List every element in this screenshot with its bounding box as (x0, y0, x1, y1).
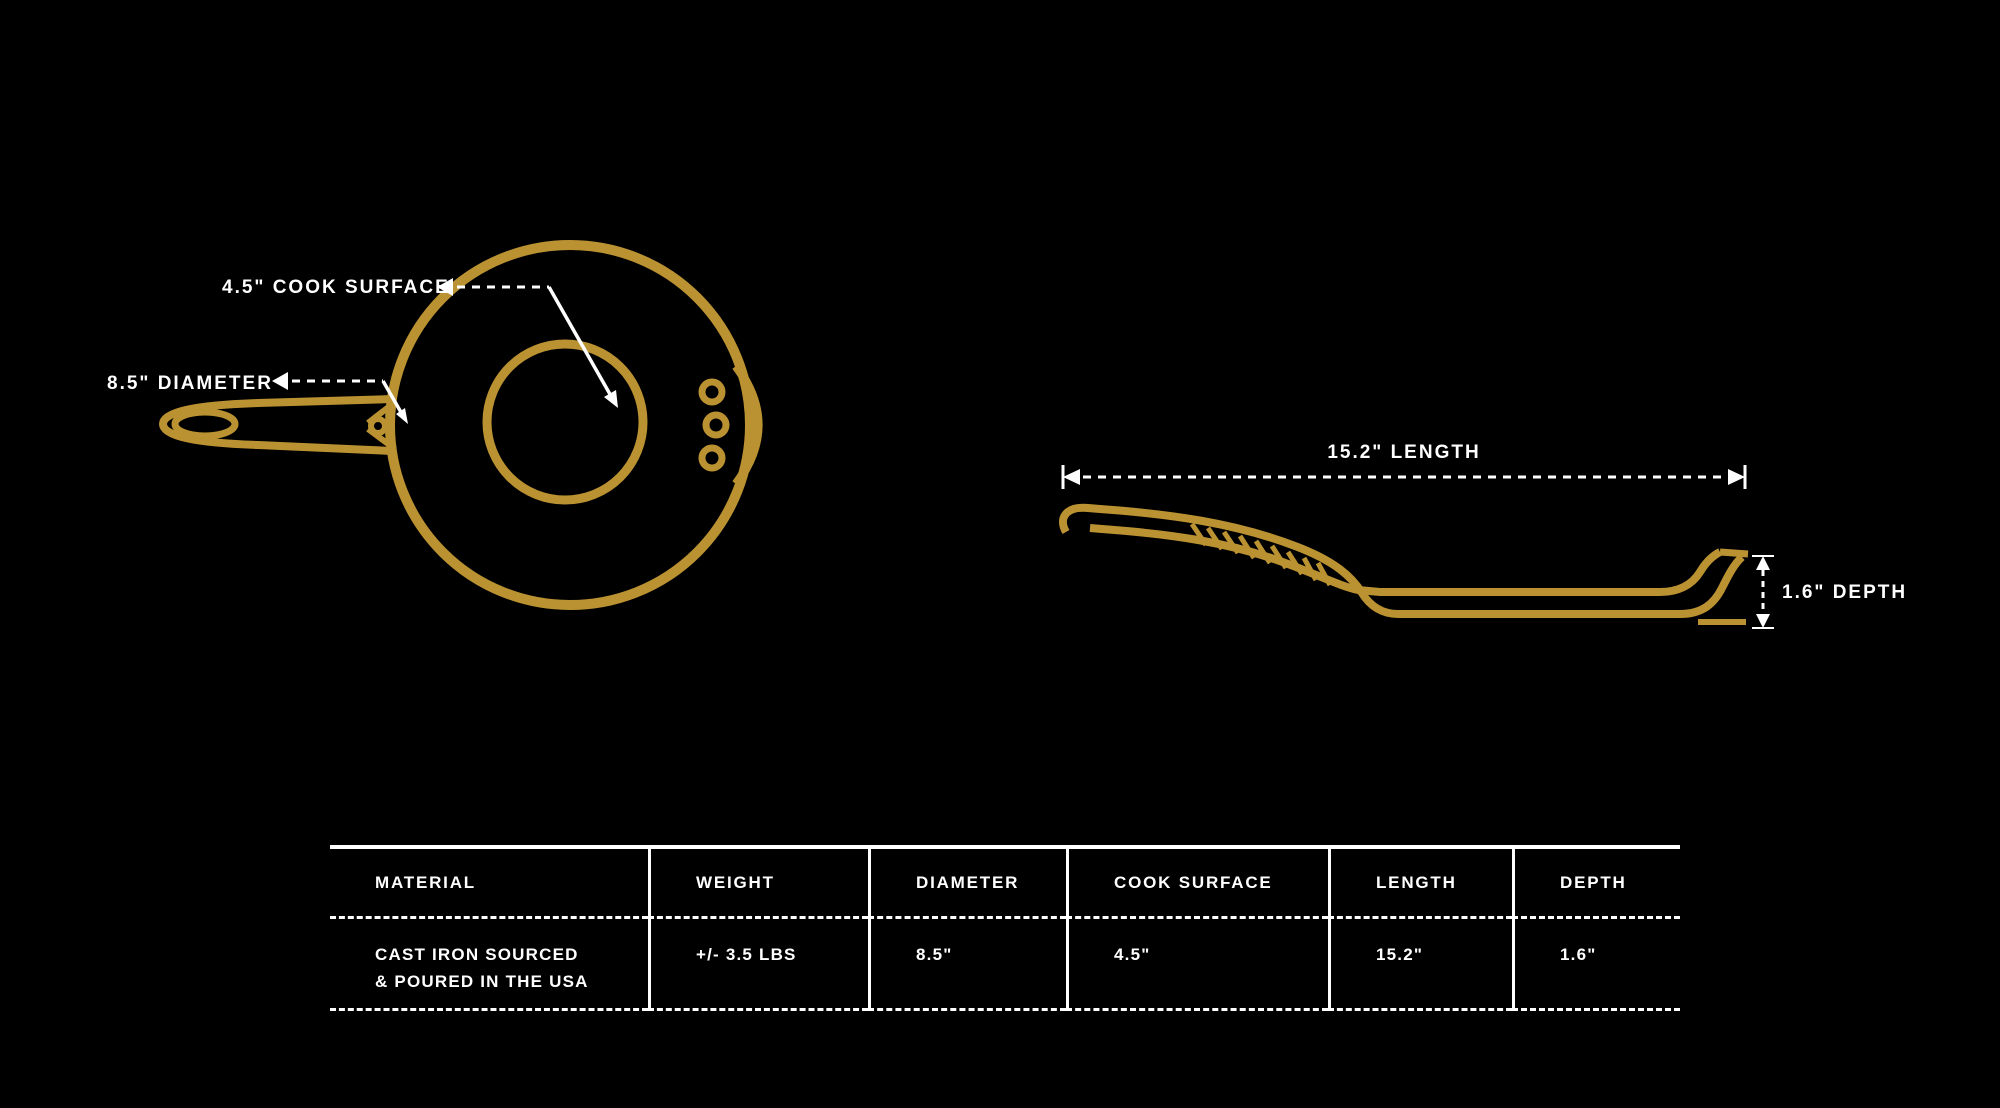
down-arrowhead-icon (1756, 614, 1770, 628)
right-arrowhead-icon (1728, 469, 1745, 485)
diameter-callout: 8.5" DIAMETER (107, 372, 408, 424)
skillet-top-view (158, 240, 763, 610)
helper-handle-hole (698, 378, 726, 406)
hatch-line (1189, 522, 1209, 547)
diameter-label: 8.5" DIAMETER (107, 373, 273, 394)
handle-hatching (1189, 522, 1333, 587)
pan-profile-outer (1059, 503, 1745, 618)
depth-dimension: 1.6" DEPTH (1752, 555, 1907, 629)
spec-table-header-weight: WEIGHT (648, 849, 868, 919)
pan-profile-inner (1089, 524, 1722, 596)
length-label: 15.2" LENGTH (1327, 442, 1480, 463)
hatch-line (1221, 530, 1241, 555)
leader-solid-line (547, 286, 613, 397)
spec-table-header-length: LENGTH (1328, 849, 1512, 919)
handle-junction-chevron (366, 399, 397, 452)
helper-handle-arc (732, 363, 763, 487)
left-arrowhead-icon (1063, 469, 1080, 485)
spec-table-value-diameter: 8.5" (868, 919, 1066, 1011)
spec-table-value-material: CAST IRON SOURCED & POURED IN THE USA (330, 919, 648, 1011)
pan-handle-outline (158, 395, 394, 455)
skillet-diagram: 4.5" COOK SURFACE 8.5" DIAMETER (107, 240, 1907, 629)
leader-solid-line (381, 380, 404, 415)
spec-table-header-diameter: DIAMETER (868, 849, 1066, 919)
spec-table-header-cook-surface: COOK SURFACE (1066, 849, 1328, 919)
spec-table-value-cook-surface: 4.5" (1066, 919, 1328, 1011)
hatch-line (1301, 556, 1319, 582)
hatch-line (1285, 550, 1305, 576)
leader-arrowhead-icon (396, 408, 408, 424)
depth-label: 1.6" DEPTH (1782, 582, 1907, 603)
spec-table-header-depth: DEPTH (1512, 849, 1680, 919)
left-arrowhead-icon (437, 278, 453, 296)
spec-table-value-length: 15.2" (1328, 919, 1512, 1011)
cook-surface-callout: 4.5" COOK SURFACE (222, 277, 618, 408)
hatch-line (1253, 539, 1273, 565)
hatch-line (1315, 561, 1333, 587)
hatch-line (1269, 544, 1289, 570)
cook-surface-circle (482, 339, 648, 505)
leader-arrowhead-icon (604, 390, 618, 408)
skillet-side-view (1059, 503, 1749, 625)
pan-rim-circle (385, 240, 755, 610)
length-dimension: 15.2" LENGTH (1061, 442, 1747, 489)
handle-hang-hole (171, 408, 239, 440)
hatch-line (1205, 526, 1225, 551)
left-arrowhead-icon (272, 372, 288, 390)
pan-rim-lip (1719, 548, 1749, 558)
spec-table-header-material: MATERIAL (330, 849, 648, 919)
spec-table-value-depth: 1.6" (1512, 919, 1680, 1011)
spec-table: MATERIAL WEIGHT DIAMETER COOK SURFACE LE… (330, 845, 1680, 1011)
spec-table-value-weight: +/- 3.5 LBS (648, 919, 868, 1011)
helper-handle-hole (702, 411, 730, 439)
helper-handle-hole (698, 444, 726, 472)
cook-surface-label: 4.5" COOK SURFACE (222, 277, 450, 298)
hatch-line (1237, 534, 1257, 560)
up-arrowhead-icon (1756, 556, 1770, 570)
